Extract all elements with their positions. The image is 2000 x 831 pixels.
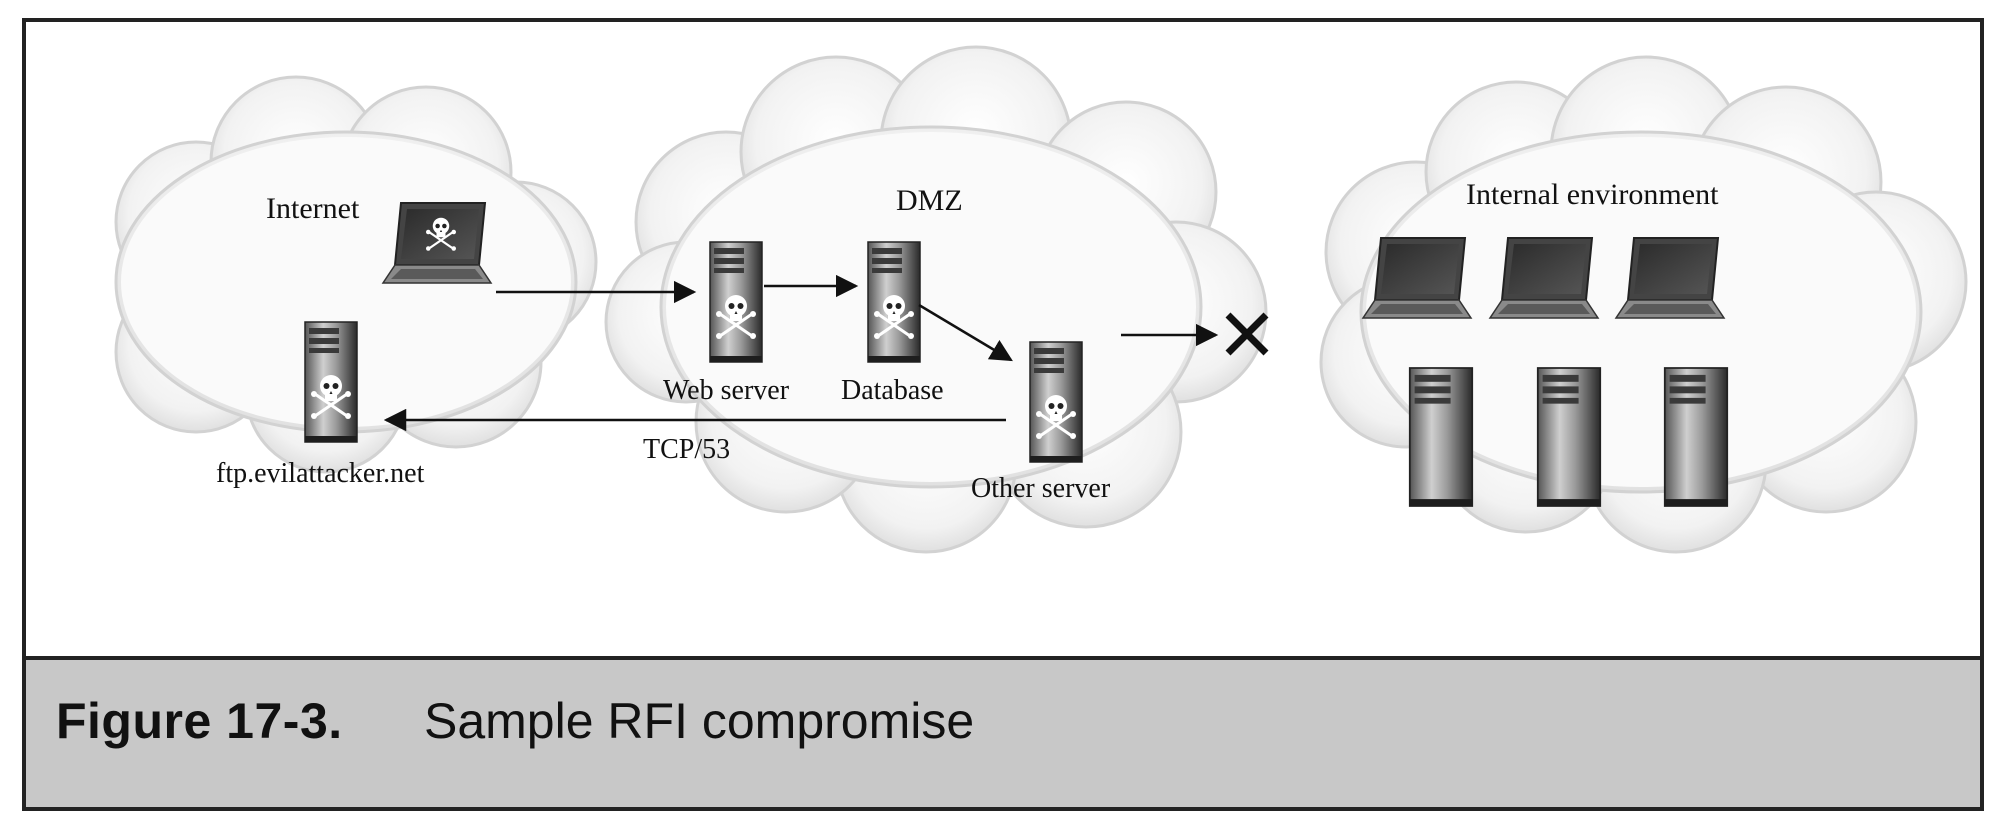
arrow-db-to-other: [918, 303, 1013, 362]
internal-laptop: [1362, 237, 1472, 319]
web-server-label: Web server: [663, 375, 790, 406]
database-server: [867, 241, 921, 363]
figure-number: Figure 17-3.: [56, 693, 343, 749]
internal-server: [1536, 367, 1602, 507]
exfil-protocol-label: TCP/53: [643, 434, 730, 465]
internal-server: [1663, 367, 1729, 507]
zone-label-internet: Internet: [266, 192, 360, 225]
attacker-laptop: [382, 202, 492, 284]
internal-server: [1408, 367, 1474, 507]
dmz-cloud: [604, 45, 1268, 554]
other-server-label: Other server: [971, 473, 1111, 504]
x-mark-icon: [1225, 312, 1269, 356]
other-server: [1029, 341, 1083, 463]
zone-label-dmz: DMZ: [896, 184, 963, 217]
figure-title: Sample RFI compromise: [424, 693, 975, 749]
figure-frame: Internet DMZ Internal environment ftp.ev…: [22, 18, 1984, 811]
ftp-server: [304, 321, 358, 443]
figure-caption: Figure 17-3. Sample RFI compromise: [26, 656, 1980, 807]
zone-label-internal: Internal environment: [1466, 178, 1719, 211]
network-diagram: Internet DMZ Internal environment ftp.ev…: [114, 45, 1968, 554]
web-server: [709, 241, 763, 363]
internal-laptop: [1615, 237, 1725, 319]
internal-laptop: [1489, 237, 1599, 319]
database-label: Database: [841, 375, 944, 406]
ftp-server-label: ftp.evilattacker.net: [216, 458, 425, 489]
